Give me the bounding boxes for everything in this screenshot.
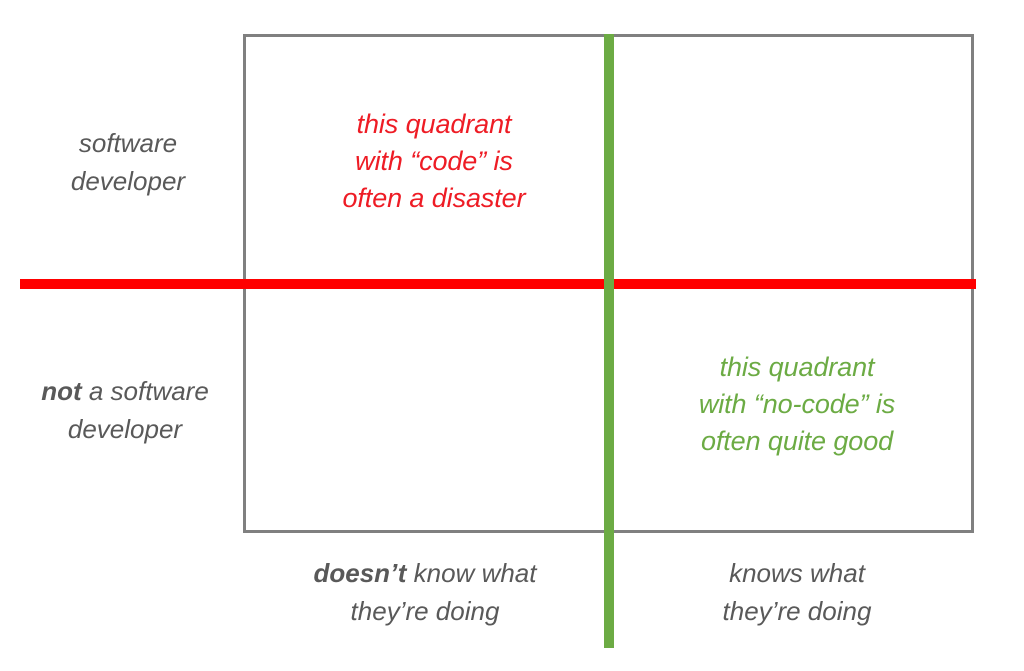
x-axis-label-right-line-1: knows what [729, 558, 865, 588]
x-axis-label-left-rest: know what [406, 558, 537, 588]
quadrant-top-left-annotation: this quadrant with “code” is often a dis… [284, 106, 584, 217]
y-axis-label-top-line-2: developer [70, 166, 186, 196]
x-axis-label-right-line-2: they’re doing [722, 596, 872, 626]
quadrant-bottom-right-line-2: with “no-code” is [698, 389, 896, 419]
y-axis-label-top: software developer [8, 124, 248, 200]
quadrant-top-left-line-3: often a disaster [342, 183, 526, 213]
x-axis-label-right: knows what they’re doing [647, 554, 947, 630]
horizontal-divider-line [20, 279, 976, 289]
quadrant-bottom-right-annotation: this quadrant with “no-code” is often qu… [647, 349, 947, 460]
y-axis-label-bottom-line-2: developer [67, 414, 183, 444]
x-axis-label-left-emphasis: doesn’t [313, 558, 407, 588]
quadrant-top-left-line-2: with “code” is [355, 146, 513, 176]
y-axis-label-bottom-line-1: not a software [5, 372, 245, 410]
quadrant-bottom-right-line-1: this quadrant [719, 352, 875, 382]
y-axis-label-top-line-1: software [78, 128, 178, 158]
vertical-divider-line [604, 34, 614, 648]
x-axis-label-left-line-1: doesn’t know what [275, 554, 575, 592]
x-axis-label-left-line-2: they’re doing [350, 596, 500, 626]
quadrant-top-left-line-1: this quadrant [356, 109, 512, 139]
y-axis-label-bottom: not a software developer [5, 372, 245, 448]
quadrant-bottom-right-line-3: often quite good [700, 426, 894, 456]
y-axis-label-bottom-rest: a software [81, 376, 209, 406]
y-axis-label-bottom-emphasis: not [41, 376, 82, 406]
x-axis-label-left: doesn’t know what they’re doing [275, 554, 575, 630]
